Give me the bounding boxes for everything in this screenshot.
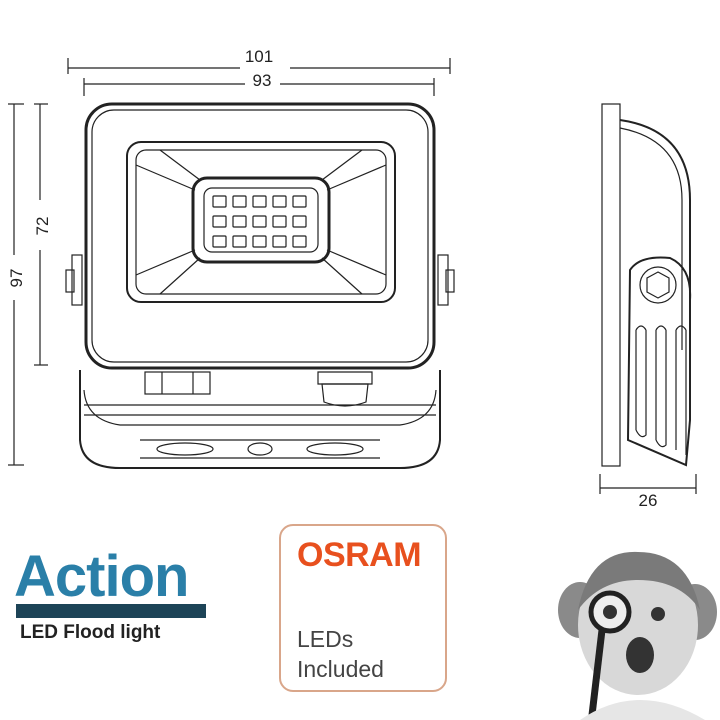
led-chip bbox=[212, 195, 227, 208]
led-chip bbox=[252, 215, 267, 228]
led-chip bbox=[232, 215, 247, 228]
dimension-72 bbox=[34, 103, 48, 366]
led-chip bbox=[212, 215, 227, 228]
led-chip bbox=[272, 195, 287, 208]
side-view bbox=[601, 103, 692, 467]
led-chip bbox=[252, 195, 267, 208]
technical-drawing: 101 93 97 72 26 bbox=[7, 47, 697, 510]
led-chip bbox=[292, 195, 307, 208]
dimension-97 bbox=[8, 103, 24, 466]
led-grid bbox=[212, 195, 307, 248]
osram-logo: OSRAM bbox=[297, 536, 422, 574]
led-chip bbox=[272, 215, 287, 228]
child-magnifier-photo bbox=[558, 551, 717, 720]
dimension-101 bbox=[67, 58, 451, 74]
brand-subtitle: LED Flood light bbox=[20, 622, 161, 643]
led-chip bbox=[212, 235, 227, 248]
led-chip bbox=[232, 235, 247, 248]
osram-line1: LEDs bbox=[297, 626, 354, 652]
led-chip bbox=[272, 235, 287, 248]
osram-caption: LEDs Included bbox=[297, 624, 384, 684]
led-chip bbox=[292, 215, 307, 228]
led-chip bbox=[252, 235, 267, 248]
dimension-label-26: 26 bbox=[639, 491, 658, 510]
front-view bbox=[65, 102, 455, 469]
osram-badge: OSRAM LEDs Included bbox=[279, 524, 447, 692]
dimension-26 bbox=[599, 474, 697, 494]
dimension-label-101: 101 bbox=[245, 47, 273, 66]
dimension-93 bbox=[83, 78, 435, 96]
dimension-label-72: 72 bbox=[33, 217, 52, 236]
led-chip bbox=[232, 195, 247, 208]
brand-logo: Action bbox=[14, 544, 189, 609]
dimension-label-97: 97 bbox=[7, 269, 26, 288]
brand-underline-bar bbox=[16, 604, 206, 618]
led-chip bbox=[292, 235, 307, 248]
osram-line2: Included bbox=[297, 656, 384, 682]
dimension-label-93: 93 bbox=[253, 71, 272, 90]
